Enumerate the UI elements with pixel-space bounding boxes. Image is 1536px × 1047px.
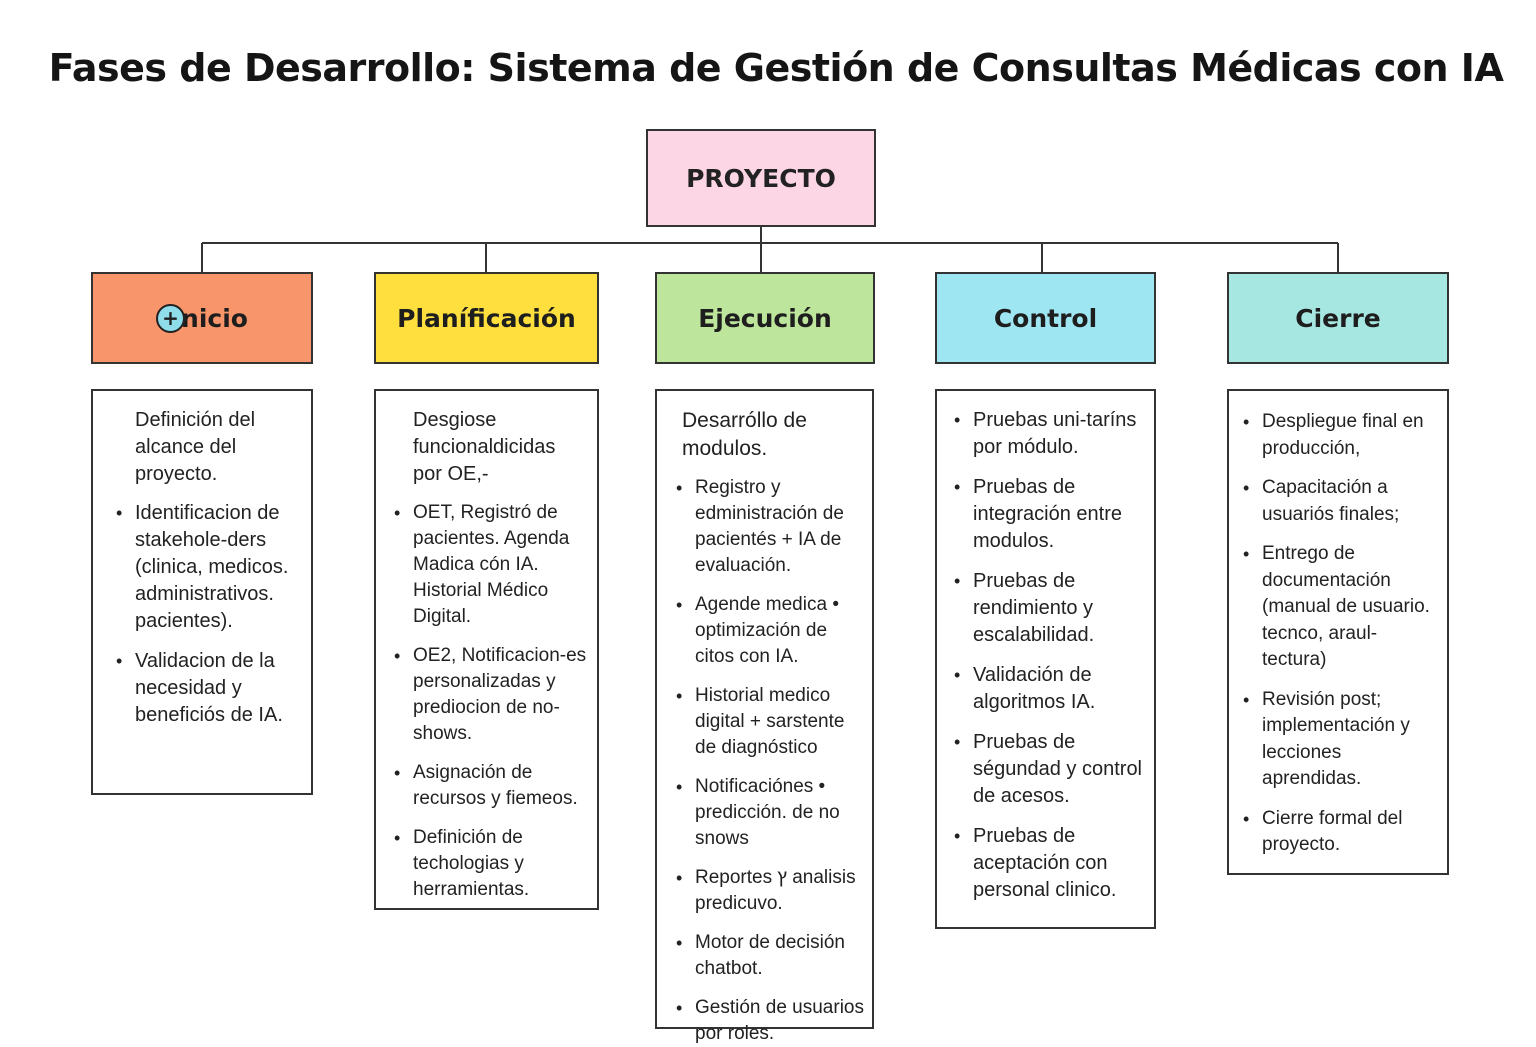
task-list: Despliegue final en producción, Capacita… <box>1243 409 1439 859</box>
list-item: Validación de algoritmos IA. <box>954 662 1148 716</box>
phase-header-cierre: Cierre <box>1227 272 1449 364</box>
list-item: Validacion de la necesidad y beneficiós … <box>116 648 299 729</box>
phase-intro: Desgiose funcionaldicidas por OE,- <box>413 409 556 485</box>
list-item: Gestión de usuarios por roles. <box>676 995 864 1047</box>
phase-details-inicio: Definición del alcance del proyecto. Ide… <box>91 389 313 795</box>
phase-header-control: Control <box>935 272 1156 364</box>
phase-label: Cierre <box>1295 303 1381 333</box>
list-item: OE2, Notificacion-es personalizadas y pr… <box>394 643 587 747</box>
list-item: Revisión post; implementación y leccione… <box>1243 687 1439 793</box>
list-item: Agende medica • optimización de citos co… <box>676 592 864 670</box>
list-item: Capacitación a usuariós finales; <box>1243 475 1439 528</box>
task-list: OET, Registró de pacientes. Agenda Madic… <box>394 500 587 903</box>
list-item: Definición de techologias y herramientas… <box>394 825 587 903</box>
list-item: Reportes ץ analisis predicuvo. <box>676 865 864 917</box>
phase-details-cierre: Despliegue final en producción, Capacita… <box>1227 389 1449 875</box>
phase-intro: Definición del alcance del proyecto. <box>135 409 256 485</box>
phase-label: Control <box>993 303 1098 333</box>
list-item: Historial medico digital + sarstente de … <box>676 683 864 761</box>
list-item: Cierre formal del proyecto. <box>1243 806 1439 859</box>
plus-circle-icon: + <box>156 303 186 333</box>
list-item: Identificacion de stakehole-ders (clinic… <box>116 500 299 635</box>
phase-header-planificacion: Planíficación <box>374 272 599 364</box>
diagram-title: Fases de Desarrollo: Sistema de Gestión … <box>48 46 1504 90</box>
list-item: Entrego de documentación (manual de usua… <box>1243 541 1439 674</box>
project-root-node: PROYECTO <box>646 129 876 227</box>
task-list: Registro y edministración de pacientés +… <box>676 475 864 1047</box>
list-item: Despliegue final en producción, <box>1243 409 1439 462</box>
list-item: Motor de decisión chatbot. <box>676 930 864 982</box>
task-list: Pruebas uni-taríns por módulo. Pruebas d… <box>954 407 1148 904</box>
list-item: Registro y edministración de pacientés +… <box>676 475 864 579</box>
list-item: Asignación de recursos y fiemeos. <box>394 760 587 812</box>
phase-label: Ejecución <box>698 303 832 333</box>
phase-header-ejecucion: Ejecución <box>655 272 875 364</box>
list-item: Pruebas de rendimiento y escalabilidad. <box>954 568 1148 649</box>
list-item: Pruebas de aceptación con personal clini… <box>954 823 1148 904</box>
list-item: Pruebas de integración entre modulos. <box>954 474 1148 555</box>
phase-details-planificacion: Desgiose funcionaldicidas por OE,- OET, … <box>374 389 599 910</box>
phase-intro: Desarróllo de modulos. <box>682 409 807 460</box>
list-item: Pruebas de ségundad y control de acesos. <box>954 729 1148 810</box>
phase-details-control: Pruebas uni-taríns por módulo. Pruebas d… <box>935 389 1156 929</box>
list-item: Pruebas uni-taríns por módulo. <box>954 407 1148 461</box>
phase-header-inicio: + nicio <box>91 272 313 364</box>
list-item: Notificaciónes • predicción. de no snows <box>676 774 864 852</box>
list-item: OET, Registró de pacientes. Agenda Madic… <box>394 500 587 630</box>
phase-details-ejecucion: Desarróllo de modulos. Registro y edmini… <box>655 389 874 1044</box>
phase-label: nicio <box>181 303 248 333</box>
task-list: Identificacion de stakehole-ders (clinic… <box>116 500 299 729</box>
phase-label: Planíficación <box>397 303 576 333</box>
